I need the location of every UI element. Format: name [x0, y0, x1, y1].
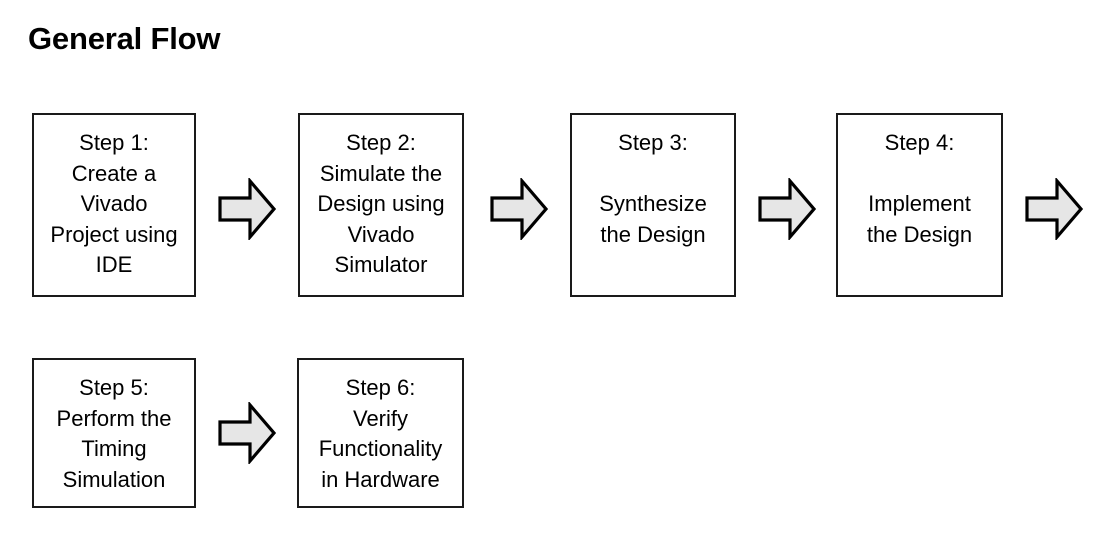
page-title: General Flow: [28, 21, 221, 56]
arrow-step-4-to-5: [1025, 178, 1083, 240]
step-box-4[interactable]: Step 4: Implement the Design: [836, 113, 1003, 297]
arrow-step-1-to-2: [218, 178, 276, 240]
arrow-step-3-to-4: [758, 178, 816, 240]
step-box-1[interactable]: Step 1: Create a Vivado Project using ID…: [32, 113, 196, 297]
step-box-6[interactable]: Step 6: Verify Functionality in Hardware: [297, 358, 464, 508]
step-box-1-label: Step 1: Create a Vivado Project using ID…: [50, 130, 178, 277]
step-box-2[interactable]: Step 2: Simulate the Design using Vivado…: [298, 113, 464, 297]
arrow-step-2-to-3: [490, 178, 548, 240]
step-box-2-label: Step 2: Simulate the Design using Vivado…: [317, 130, 445, 277]
step-box-5[interactable]: Step 5: Perform the Timing Simulation: [32, 358, 196, 508]
right-block-arrow-icon: [218, 402, 276, 464]
right-block-arrow-icon: [1025, 178, 1083, 240]
right-block-arrow-icon: [490, 178, 548, 240]
step-box-5-label: Step 5: Perform the Timing Simulation: [56, 375, 172, 492]
right-block-arrow-icon: [218, 178, 276, 240]
step-box-4-label: Step 4: Implement the Design: [866, 130, 973, 247]
right-block-arrow-icon: [758, 178, 816, 240]
arrow-step-5-to-6: [218, 402, 276, 464]
step-box-6-label: Step 6: Verify Functionality in Hardware: [318, 375, 443, 492]
step-box-3[interactable]: Step 3: Synthesize the Design: [570, 113, 736, 297]
step-box-3-label: Step 3: Synthesize the Design: [599, 130, 707, 247]
